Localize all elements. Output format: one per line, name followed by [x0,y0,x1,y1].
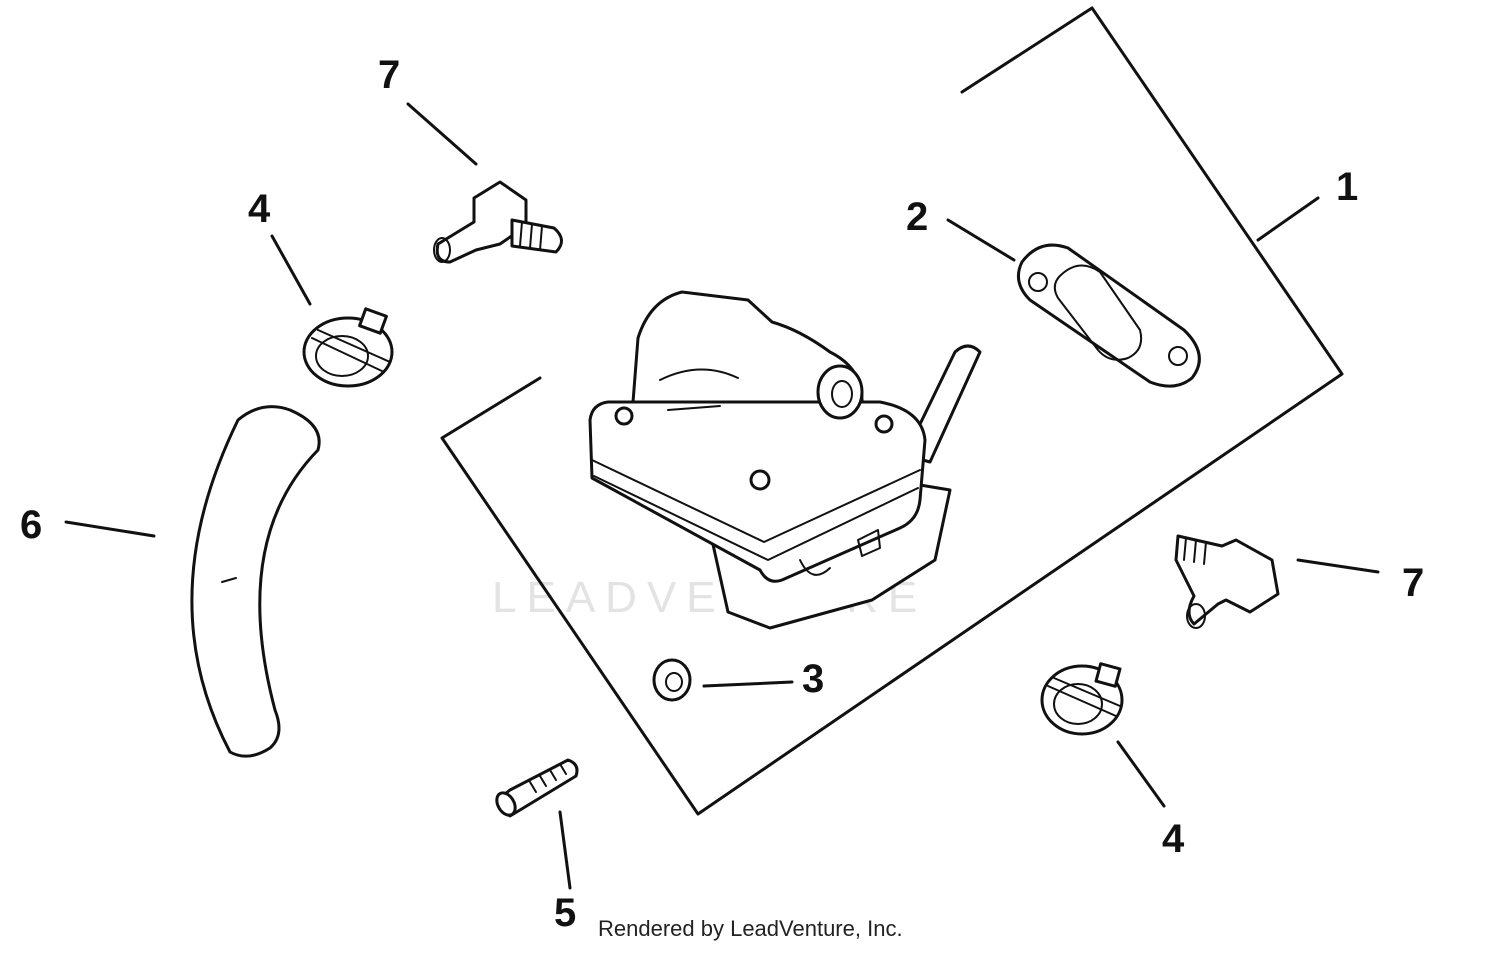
callout-5: 5 [554,891,576,935]
leader-5 [558,810,572,890]
callout-6: 6 [20,503,42,547]
leader-2 [946,218,1016,262]
leader-7-right [1296,558,1380,574]
leader-4-top [270,234,312,306]
gasket [1016,243,1201,388]
leader-3 [702,680,794,688]
credit-text: Rendered by LeadVenture, Inc. [598,916,903,941]
callout-7-top: 7 [378,53,400,97]
elbow-fitting-right [1174,534,1280,629]
callout-labels: 1 2 3 4 4 5 6 7 7 [20,53,1424,935]
screw [495,758,579,818]
leader-4-bottom [1116,740,1166,808]
leader-1 [1256,196,1320,242]
fuel-pump [588,290,982,630]
washer [652,658,692,702]
callout-4-bottom: 4 [1162,817,1185,861]
elbow-fitting-top [433,180,563,264]
fuel-hose [190,405,321,758]
callout-7-right: 7 [1402,561,1424,605]
callout-3: 3 [802,657,824,701]
callout-2: 2 [906,195,928,239]
leader-7-top [406,102,478,166]
callout-4-top: 4 [248,187,271,231]
leader-6 [64,520,156,538]
hose-clamp-bottom [1040,662,1124,736]
callout-1: 1 [1336,165,1358,209]
leader-lines [64,102,1380,890]
hose-clamp-top [302,307,394,388]
kit-bracket-outline [440,6,1344,816]
